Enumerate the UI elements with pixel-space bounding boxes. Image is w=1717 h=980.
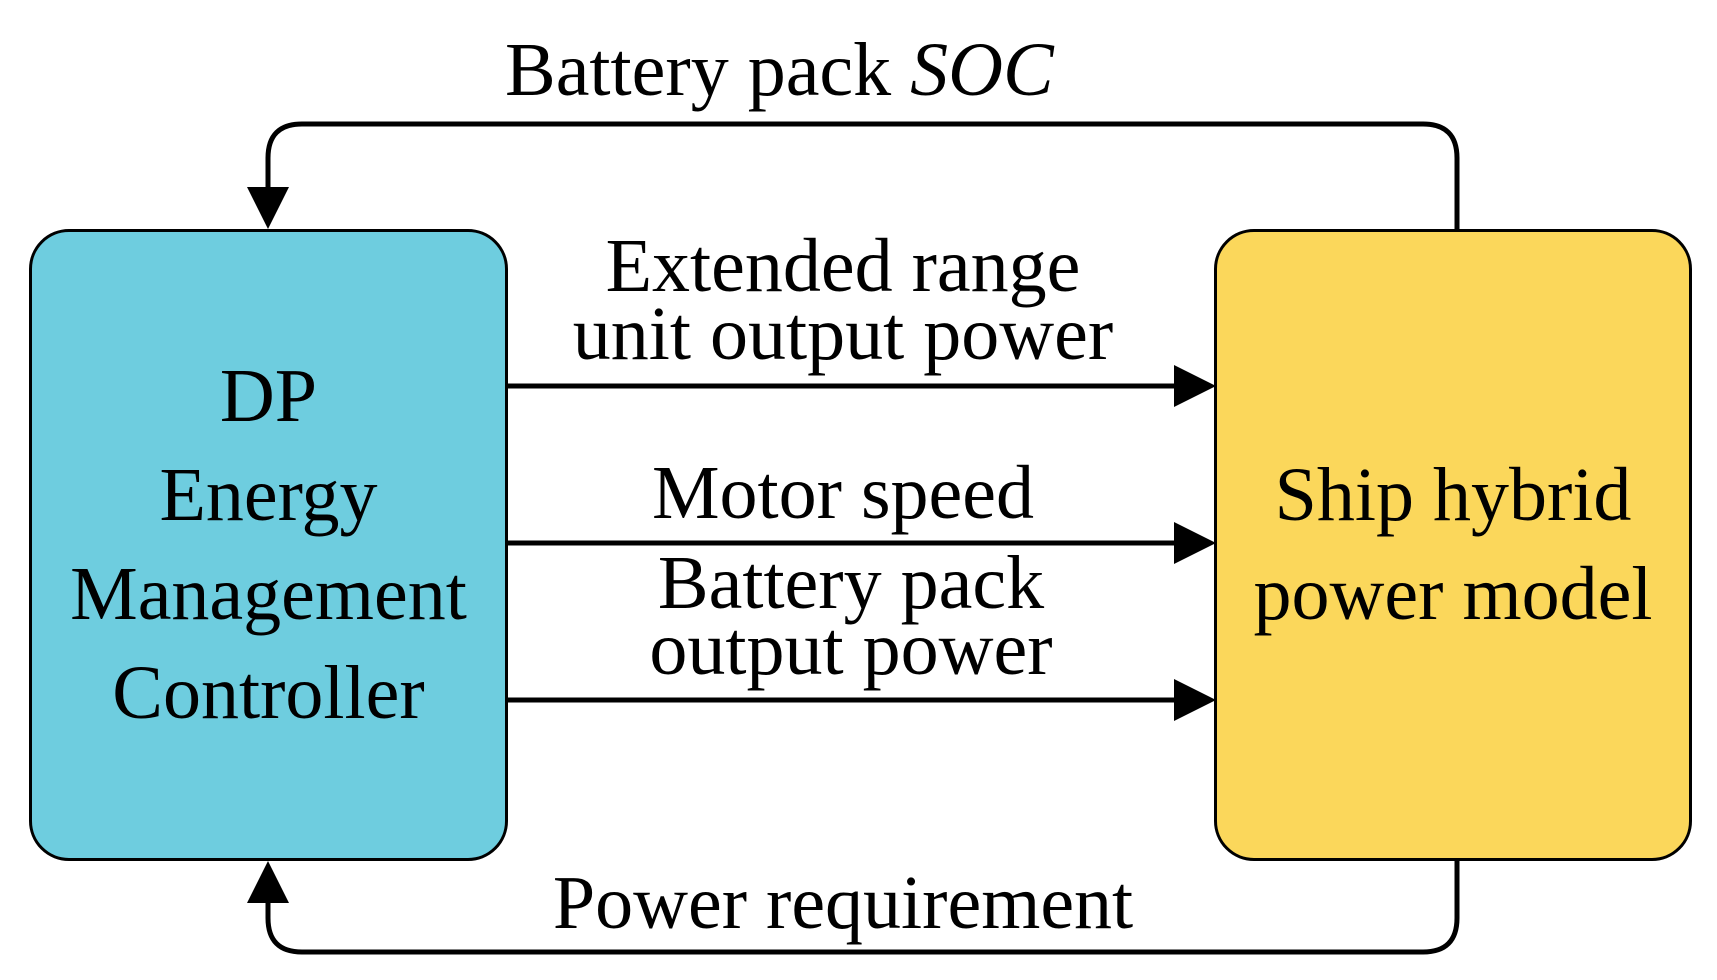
extended-range-arrowhead xyxy=(1174,365,1216,407)
soc-variable: SOC xyxy=(910,28,1054,112)
model-line-1: Ship hybrid xyxy=(1274,453,1632,537)
motor-speed-label: Motor speed xyxy=(651,451,1035,535)
model-line-2: power model xyxy=(1253,552,1653,636)
soc-feedback-arrowhead xyxy=(247,187,289,229)
battery-output-label: Battery pack output power xyxy=(649,541,1053,691)
extended-range-label: Extended range unit output power xyxy=(572,224,1114,376)
extended-range-label-line-2: unit output power xyxy=(572,292,1114,376)
motor-speed-arrowhead xyxy=(1174,522,1216,564)
controller-line-4: Controller xyxy=(112,651,425,735)
battery-soc-label: Battery pack SOC xyxy=(505,32,1054,108)
controller-line-1: DP xyxy=(219,354,318,438)
controller-line-3: Management xyxy=(70,552,467,636)
battery-output-label-line-1: Battery pack xyxy=(657,541,1045,625)
ship-hybrid-model-block: Ship hybrid power model xyxy=(1214,229,1692,861)
dp-controller-block: DP Energy Management Controller xyxy=(29,229,508,861)
extended-range-label-line-1: Extended range xyxy=(605,224,1081,308)
power-requirement-arrowhead xyxy=(247,861,289,903)
battery-output-arrowhead xyxy=(1174,679,1216,721)
controller-line-2: Energy xyxy=(159,453,378,537)
soc-feedback-line xyxy=(265,121,1460,229)
battery-output-label-line-2: output power xyxy=(649,607,1053,691)
power-requirement-label: Power requirement xyxy=(552,861,1134,945)
battery-soc-label-text: Battery pack xyxy=(505,28,911,112)
power-requirement-line xyxy=(265,861,1460,955)
